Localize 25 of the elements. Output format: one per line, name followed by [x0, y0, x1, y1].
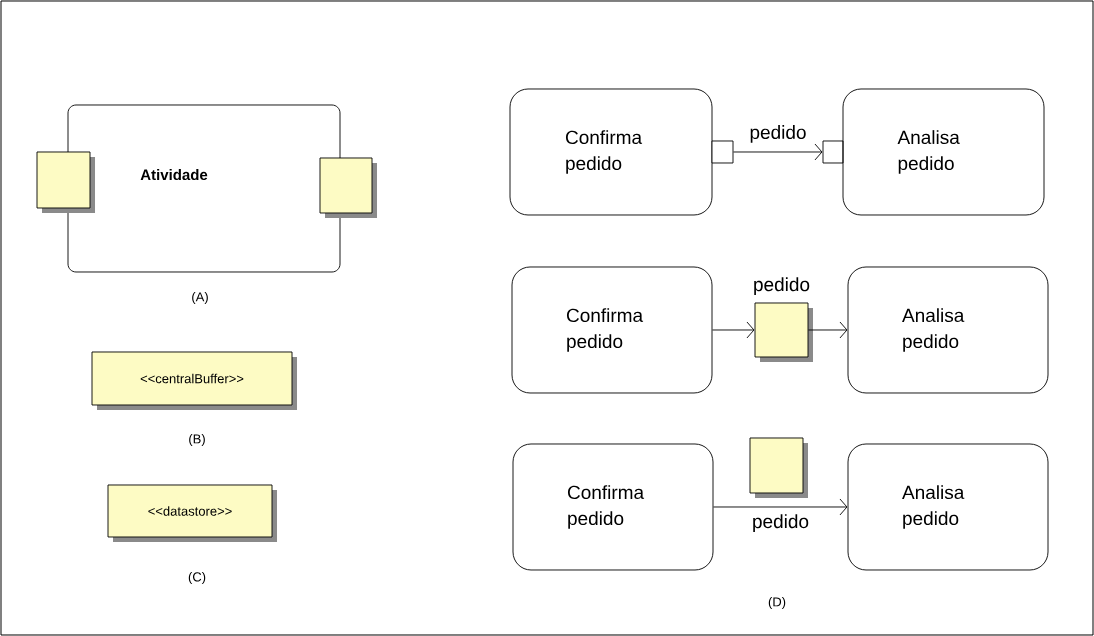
buffer-box: <<centralBuffer>> — [91, 351, 297, 410]
edge-label: pedido — [751, 513, 811, 533]
action-box: Confirma pedido — [509, 88, 713, 216]
pin-square — [822, 140, 844, 164]
edge-label: pedido — [748, 124, 808, 144]
action-box: Analisa pedido — [847, 443, 1049, 571]
object-square — [749, 437, 808, 498]
panel-label: (B) — [189, 433, 205, 447]
pin-square — [319, 157, 377, 218]
action-box: Analisa pedido — [842, 88, 1045, 216]
arrow — [733, 143, 823, 161]
action-box: Confirma pedido — [511, 266, 713, 394]
arrow — [808, 321, 848, 339]
action-box: Confirma pedido — [512, 443, 714, 571]
panel-label: (A) — [192, 291, 208, 305]
object-name: pedido — [754, 277, 810, 295]
panel-label: (D) — [768, 596, 786, 610]
object-square — [754, 302, 813, 362]
action-box: Analisa pedido — [847, 266, 1049, 394]
arrow — [713, 498, 848, 516]
pin-square — [711, 140, 734, 164]
arrow — [712, 321, 755, 339]
panel-label: (C) — [188, 571, 206, 585]
pin-square — [36, 151, 95, 213]
buffer-box: <<datastore>> — [107, 484, 277, 542]
